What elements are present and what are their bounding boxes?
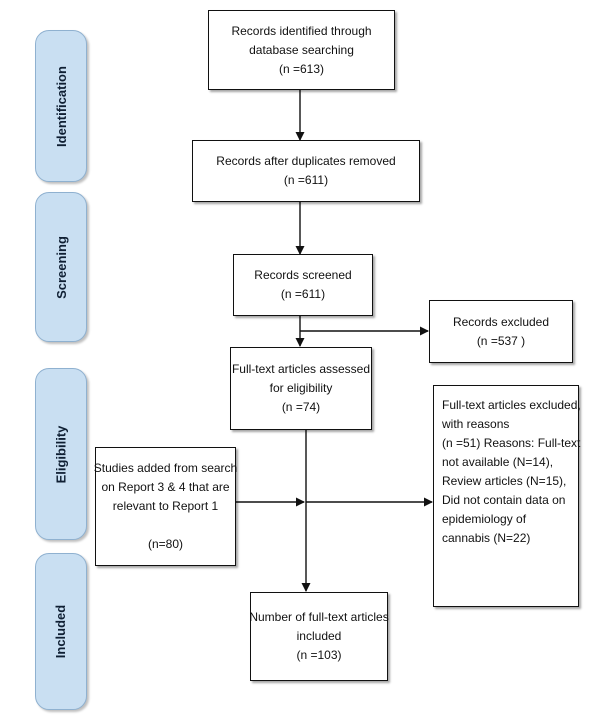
box-records-after-duplicates: Records after duplicates removed (n =611… bbox=[192, 140, 420, 202]
fulltext-excluded-line-2: with reasons bbox=[442, 417, 510, 431]
fulltext-excluded-line-5: Review articles (N=15), bbox=[442, 474, 567, 488]
phase-eligibility-label: Eligibility bbox=[53, 425, 69, 483]
fulltext-excluded-line-7: epidemiology of bbox=[442, 512, 527, 526]
fulltext-included-line-2: included bbox=[296, 629, 342, 643]
box-fulltext-excluded: Full-text articles excluded, with reason… bbox=[433, 385, 581, 607]
records-excluded-line-1: Records excluded bbox=[452, 314, 550, 329]
records-identified-line-1: Records identified through bbox=[231, 23, 372, 38]
fulltext-included-line-1: Number of full-text articles bbox=[249, 610, 389, 624]
box-fulltext-assessed: Full-text articles assessed for eligibil… bbox=[230, 347, 372, 430]
fulltext-excluded-line-1: Full-text articles excluded, bbox=[442, 398, 581, 412]
records-identified-line-2: database searching bbox=[249, 42, 354, 57]
phase-eligibility: Eligibility bbox=[35, 368, 87, 540]
records-identified-count: (n =613) bbox=[278, 61, 325, 76]
records-screened-count: (n =611) bbox=[280, 287, 326, 301]
fulltext-excluded-line-8: cannabis (N=22) bbox=[442, 531, 531, 545]
fulltext-assessed-count: (n =74) bbox=[281, 400, 321, 414]
box-studies-added: Studies added from search on Report 3 & … bbox=[93, 447, 238, 566]
studies-added-count: (n=80) bbox=[147, 537, 184, 551]
phase-identification-label: Identification bbox=[53, 65, 69, 147]
fulltext-excluded-line-3: (n =51) Reasons: Full-text bbox=[442, 436, 581, 450]
records-screened-line-1: Records screened bbox=[254, 268, 352, 282]
studies-added-line-1: Studies added from search bbox=[93, 461, 238, 475]
fulltext-excluded-line-4: not available (N=14), bbox=[442, 455, 554, 469]
phase-included-label: Included bbox=[53, 604, 69, 659]
phase-screening: Screening bbox=[35, 192, 87, 342]
box-fulltext-included: Number of full-text articles included (n… bbox=[249, 592, 389, 681]
box-records-identified: Records identified through database sear… bbox=[208, 10, 395, 90]
fulltext-assessed-line-2: for eligibility bbox=[269, 381, 333, 395]
fulltext-excluded-line-6: Did not contain data on bbox=[442, 493, 566, 507]
studies-added-line-3: relevant to Report 1 bbox=[112, 499, 219, 513]
after-duplicates-line-1: Records after duplicates removed bbox=[216, 154, 396, 168]
fulltext-included-count: (n =103) bbox=[296, 648, 342, 662]
box-records-excluded: Records excluded (n =537 ) bbox=[429, 300, 573, 363]
after-duplicates-count: (n =611) bbox=[283, 173, 329, 187]
box-records-screened: Records screened (n =611) bbox=[233, 254, 373, 316]
fulltext-assessed-line-1: Full-text articles assessed bbox=[231, 362, 371, 376]
studies-added-line-2: on Report 3 & 4 that are bbox=[101, 480, 230, 494]
phase-screening-label: Screening bbox=[53, 235, 69, 299]
phase-identification: Identification bbox=[35, 30, 87, 182]
records-excluded-count: (n =537 ) bbox=[476, 333, 526, 348]
phase-included: Included bbox=[35, 553, 87, 710]
